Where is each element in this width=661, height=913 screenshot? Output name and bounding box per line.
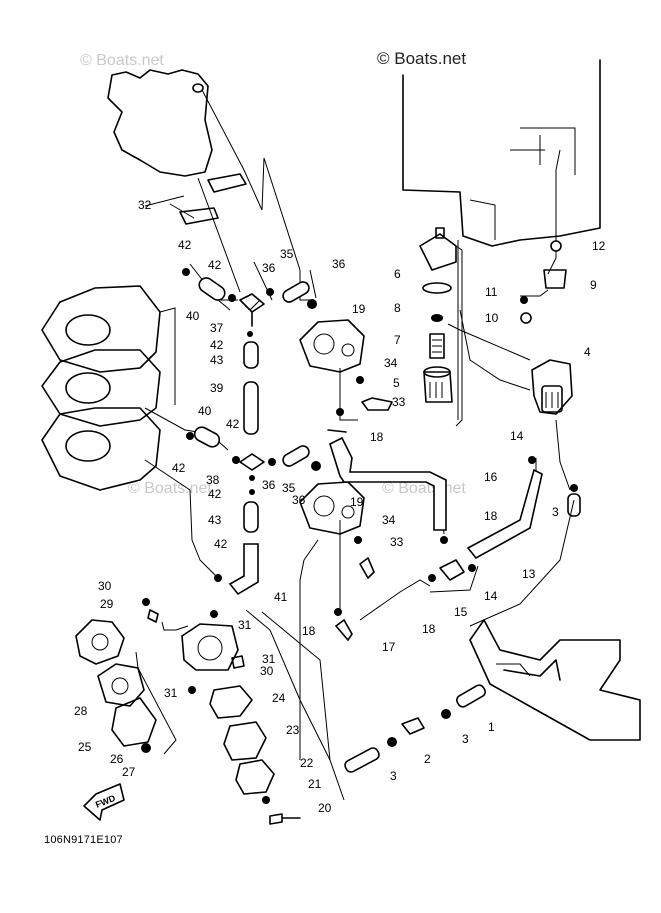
- callout-10: 10: [485, 311, 499, 325]
- callout-21: 21: [308, 777, 322, 791]
- callout-22: 22: [300, 756, 314, 770]
- callout-23: 23: [286, 723, 300, 737]
- callout-42: 42: [214, 537, 228, 551]
- callout-18: 18: [370, 430, 384, 444]
- callout-29: 29: [100, 597, 114, 611]
- callout-39: 39: [210, 381, 224, 395]
- callout-5: 5: [393, 376, 400, 390]
- callout-36: 36: [262, 478, 276, 492]
- callout-14: 14: [510, 429, 524, 443]
- callout-42: 42: [208, 487, 222, 501]
- callout-31: 31: [164, 686, 178, 700]
- callout-43: 43: [208, 513, 222, 527]
- callout-15: 15: [454, 605, 468, 619]
- callout-24: 24: [272, 691, 286, 705]
- fwd-label: FWD: [94, 793, 117, 810]
- watermark-faint: © Boats.net: [80, 52, 164, 69]
- callout-34: 34: [384, 356, 398, 370]
- callout-7: 7: [394, 333, 401, 347]
- callout-3: 3: [390, 769, 397, 783]
- fwd-arrow: FWD: [83, 783, 125, 821]
- watermark-main: © Boats.net: [377, 49, 467, 68]
- callout-41: 41: [274, 590, 288, 604]
- callout-40: 40: [198, 404, 212, 418]
- callout-4: 4: [584, 345, 591, 359]
- callout-36: 36: [332, 257, 346, 271]
- callout-12: 12: [592, 239, 606, 253]
- callout-40: 40: [186, 309, 200, 323]
- callout-42: 42: [172, 461, 186, 475]
- callout-19: 19: [352, 302, 366, 316]
- callout-43: 43: [210, 353, 224, 367]
- callout-18: 18: [422, 622, 436, 636]
- callout-38: 38: [206, 473, 220, 487]
- callout-18: 18: [484, 509, 498, 523]
- callout-34: 34: [382, 513, 396, 527]
- callout-9: 9: [590, 278, 597, 292]
- fuel-filter-4-and-bracket: [520, 240, 581, 517]
- callout-42: 42: [226, 417, 240, 431]
- callout-16: 16: [484, 470, 498, 484]
- callout-36: 36: [292, 493, 306, 507]
- callout-33: 33: [392, 395, 406, 409]
- callout-36: 36: [262, 261, 276, 275]
- callout-19: 19: [350, 495, 364, 509]
- callout-28: 28: [74, 704, 88, 718]
- callout-33: 33: [390, 535, 404, 549]
- callout-8: 8: [394, 301, 401, 315]
- cylinder-heads: [41, 285, 176, 491]
- gaskets-32: [179, 83, 247, 225]
- callout-13: 13: [522, 567, 536, 581]
- callout-1: 1: [488, 720, 495, 734]
- callout-3: 3: [462, 732, 469, 746]
- callout-42: 42: [178, 238, 192, 252]
- callout-20: 20: [318, 801, 332, 815]
- callout-25: 25: [78, 740, 92, 754]
- callout-17: 17: [382, 640, 396, 654]
- callout-27: 27: [122, 765, 136, 779]
- recirculation-pump-assembly: [75, 598, 301, 825]
- callout-14: 14: [484, 589, 498, 603]
- lower-cowling-and-tank-line: [469, 499, 641, 741]
- callout-26: 26: [110, 752, 124, 766]
- fuel-pumps-19: [299, 319, 393, 579]
- callout-11: 11: [485, 285, 498, 299]
- callout-3: 3: [552, 505, 559, 519]
- callout-42: 42: [208, 258, 222, 272]
- watermark-faint: © Boats.net: [128, 480, 212, 497]
- callout-30: 30: [260, 664, 274, 678]
- callout-31: 31: [262, 652, 276, 666]
- callout-2: 2: [424, 752, 431, 766]
- hoses-lower: [327, 408, 543, 773]
- callout-37: 37: [210, 321, 224, 335]
- callout-18: 18: [302, 624, 316, 638]
- callout-6: 6: [394, 267, 401, 281]
- callout-31: 31: [238, 618, 252, 632]
- diagram-code: 106N9171E107: [44, 834, 123, 846]
- callout-42: 42: [210, 338, 224, 352]
- fittings-upper: [182, 268, 321, 596]
- callout-30: 30: [98, 579, 112, 593]
- callout-35: 35: [282, 481, 296, 495]
- engine-block-outline: [107, 59, 601, 247]
- callout-32: 32: [138, 198, 152, 212]
- fuel-filter-assembly: [419, 227, 463, 427]
- callout-35: 35: [280, 247, 294, 261]
